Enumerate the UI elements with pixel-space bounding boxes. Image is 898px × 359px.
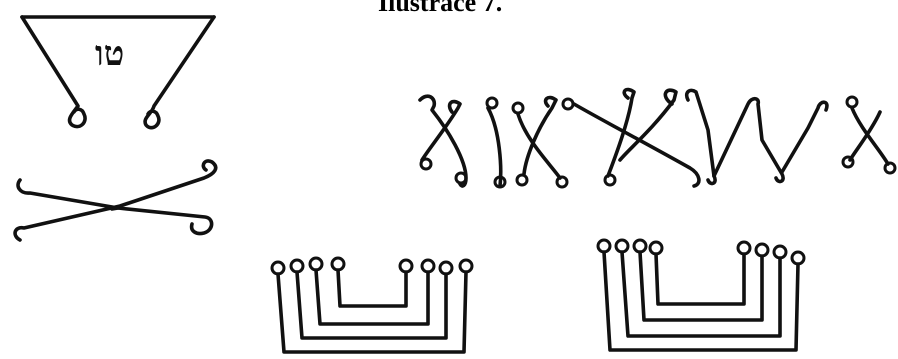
crossed-lines-symbol xyxy=(15,161,216,240)
crossing-strokes-row xyxy=(420,90,895,187)
right-bracket-symbol xyxy=(598,240,804,350)
triangle-hebrew-letters: טו xyxy=(95,34,124,74)
triangle-symbol: טו xyxy=(22,17,214,128)
left-bracket-symbol xyxy=(272,258,472,352)
